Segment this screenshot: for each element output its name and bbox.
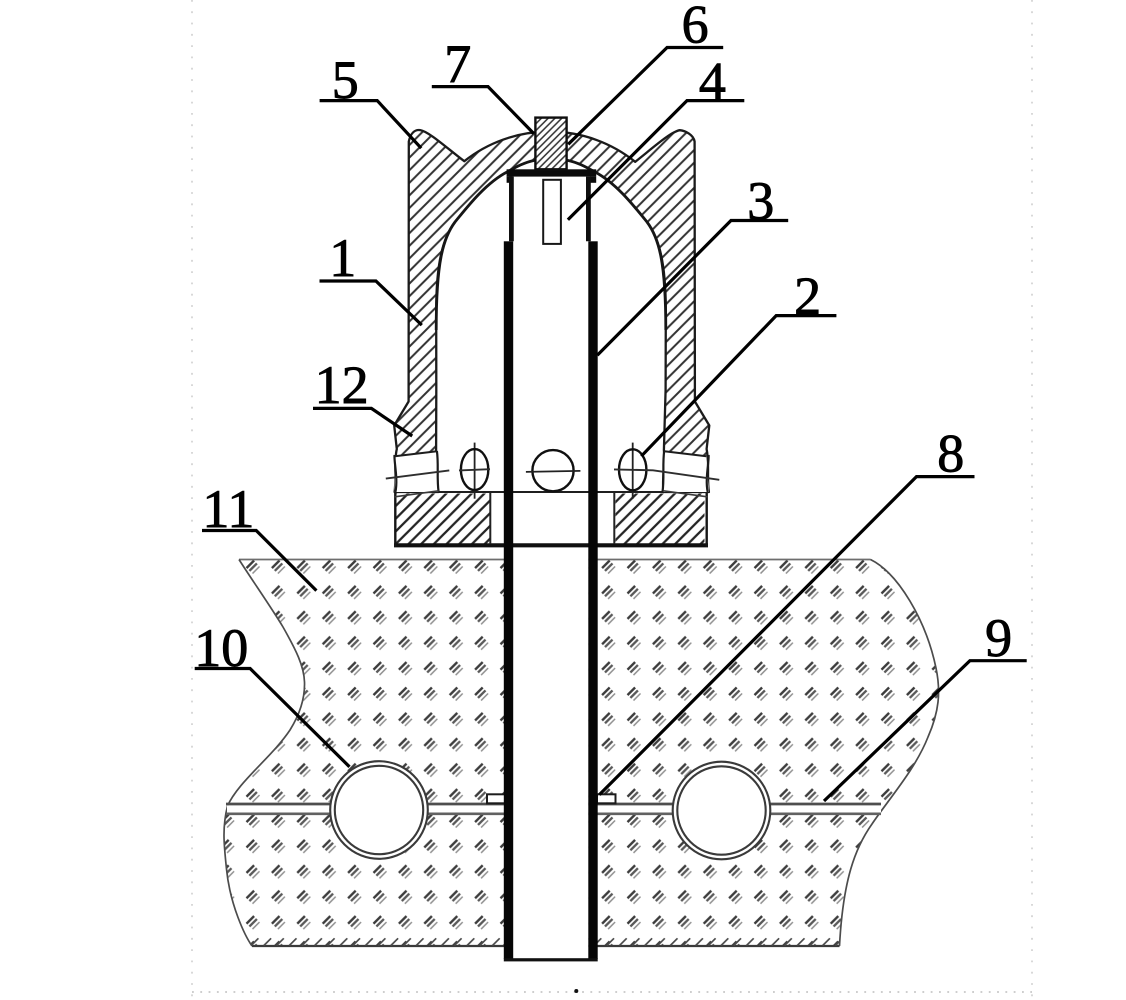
svg-text:8: 8	[937, 424, 964, 484]
svg-text:12: 12	[315, 355, 369, 415]
svg-text:4: 4	[699, 52, 726, 112]
svg-text:11: 11	[202, 479, 254, 539]
svg-text:6: 6	[682, 0, 709, 54]
svg-text:10: 10	[194, 618, 248, 678]
svg-text:9: 9	[985, 608, 1012, 668]
svg-text:1: 1	[329, 228, 356, 288]
svg-text:5: 5	[332, 50, 359, 110]
svg-text:2: 2	[794, 266, 821, 326]
svg-text:7: 7	[444, 34, 471, 94]
svg-text:3: 3	[747, 171, 774, 231]
